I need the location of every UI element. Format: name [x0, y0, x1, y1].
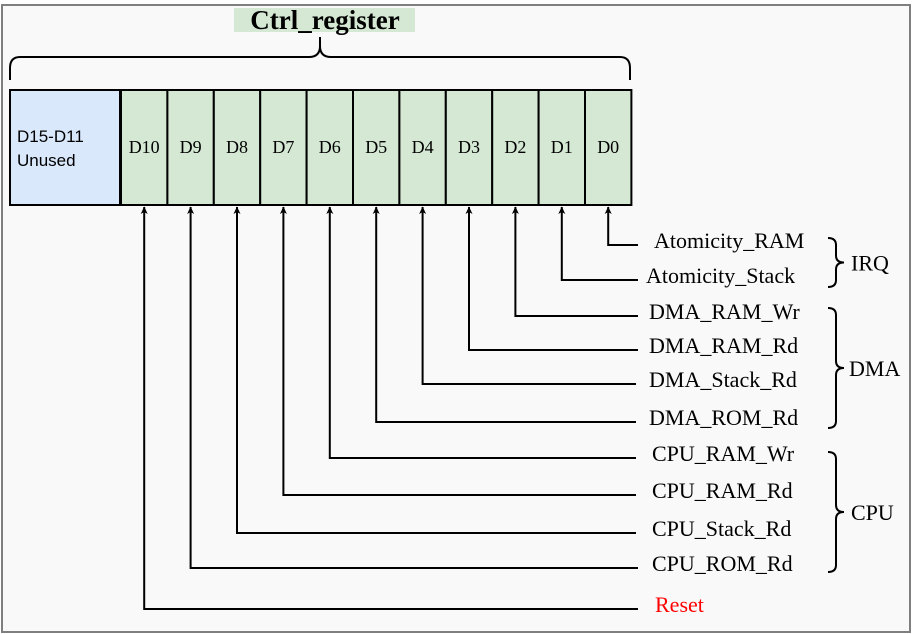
group-label-irq: IRQ [851, 251, 889, 276]
unused-range-label: D15-D11 [17, 127, 84, 146]
connector-cpu-ram-wr [326, 206, 636, 459]
connector-reset [140, 206, 638, 610]
bit-label-d6: D6 [319, 137, 341, 157]
connector-dma-stack-rd [419, 206, 636, 385]
group-label-cpu: CPU [851, 500, 894, 525]
connector-atomicity-ram [604, 206, 638, 246]
bit-label-d10: D10 [129, 137, 160, 157]
connector-cpu-ram-rd [279, 206, 636, 496]
bit-cell-d5 [352, 89, 401, 206]
bit-cell-d10 [120, 89, 169, 206]
group-brace-dma [827, 307, 845, 429]
bit-label-d5: D5 [365, 137, 387, 157]
signal-label-cpu-stack-rd: CPU_Stack_Rd [652, 516, 791, 541]
bit-cell-d2 [491, 89, 540, 206]
connector-cpu-rom-rd [187, 206, 638, 569]
group-brace-irq [827, 237, 845, 288]
bit-label-d9: D9 [180, 137, 202, 157]
signal-label-dma-ram-wr: DMA_RAM_Wr [649, 299, 800, 324]
bit-cell-d9 [166, 89, 215, 206]
register-title: Ctrl_register [250, 5, 399, 35]
connector-dma-ram-rd [465, 206, 638, 351]
bit-cell-d3 [444, 89, 494, 206]
bit-label-d4: D4 [412, 137, 434, 157]
bit-label-d8: D8 [226, 137, 248, 157]
signal-label-cpu-ram-rd: CPU_RAM_Rd [652, 478, 793, 503]
bit-label-d0: D0 [597, 137, 619, 157]
bit-label-d7: D7 [272, 137, 294, 157]
unused-label: Unused [17, 151, 76, 170]
bit-label-d1: D1 [551, 137, 573, 157]
connector-dma-ram-wr [511, 206, 638, 317]
connector-atomicity-stack [558, 206, 638, 281]
signal-label-atomicity-ram: Atomicity_RAM [654, 228, 804, 253]
signal-label-cpu-ram-wr: CPU_RAM_Wr [652, 441, 795, 466]
register-brace [9, 37, 631, 80]
signal-label-dma-stack-rd: DMA_Stack_Rd [649, 367, 797, 392]
group-brace-cpu [827, 451, 845, 573]
unused-bits-cell [9, 89, 121, 206]
signal-label-cpu-rom-rd: CPU_ROM_Rd [652, 551, 793, 576]
bit-cell-d4 [398, 89, 447, 206]
signal-label-dma-rom-rd: DMA_ROM_Rd [649, 405, 798, 430]
bit-cell-d0 [584, 89, 633, 206]
group-label-dma: DMA [849, 356, 900, 381]
signal-label-dma-ram-rd: DMA_RAM_Rd [649, 333, 798, 358]
bit-label-d3: D3 [458, 137, 480, 157]
signal-label-reset: Reset [655, 592, 704, 617]
signal-label-atomicity-stack: Atomicity_Stack [646, 263, 795, 288]
title-highlight [234, 8, 415, 32]
bit-label-d2: D2 [504, 137, 526, 157]
connector-cpu-stack-rd [233, 206, 636, 534]
connector-dma-rom-rd [372, 206, 636, 423]
